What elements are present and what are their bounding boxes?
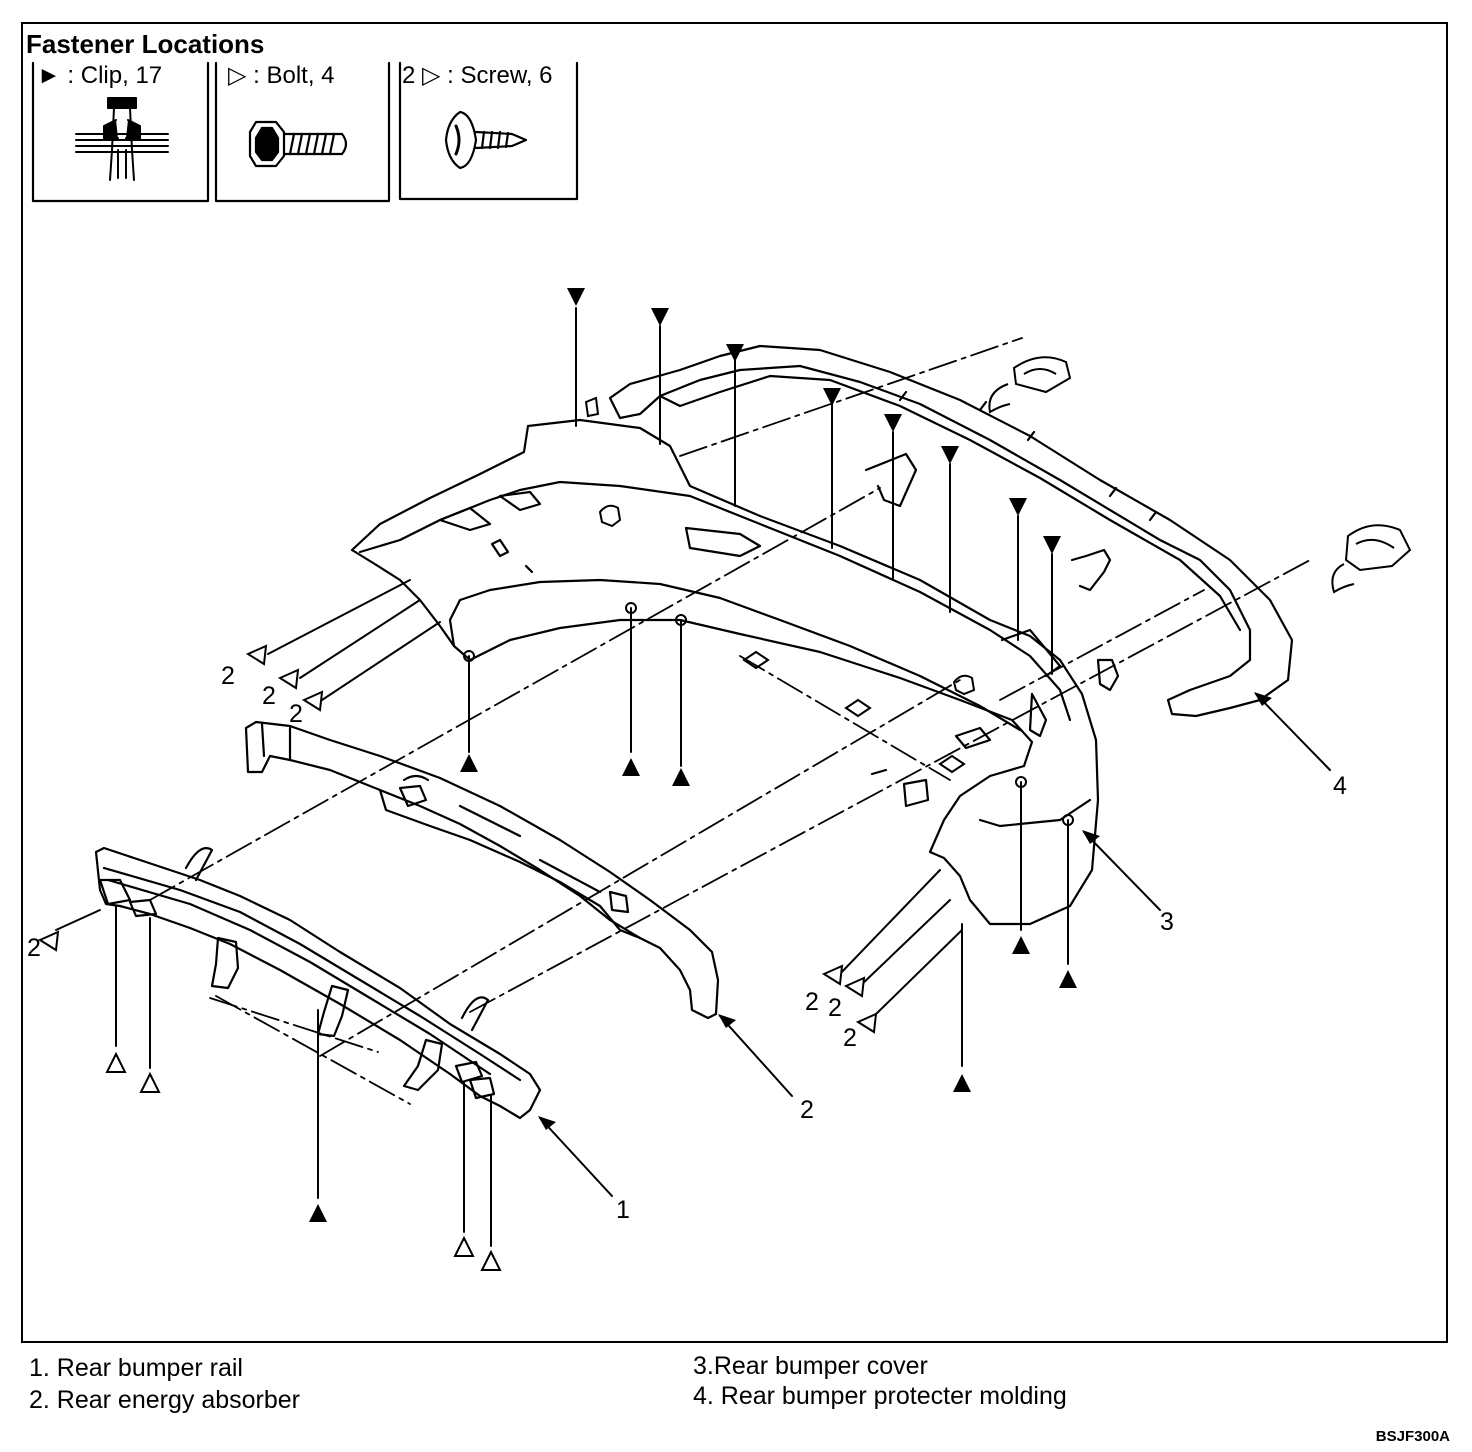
callout-1: 1 xyxy=(616,1196,630,1224)
legend-clip-label: ► : Clip, 17 xyxy=(37,62,163,89)
callout-3: 3 xyxy=(1160,908,1174,936)
alignment-lines xyxy=(149,337,1311,1105)
screw-qty-label: 2 xyxy=(805,988,819,1016)
part-item-4: 4. Rear bumper protecter molding xyxy=(693,1382,1067,1410)
callout-arrowheads xyxy=(538,692,1272,1130)
screw-qty-label: 2 xyxy=(262,682,276,710)
callout-2: 2 xyxy=(800,1096,814,1124)
bumper-rail xyxy=(94,846,542,1120)
open-triangle-icon xyxy=(37,644,878,1271)
legend-screw-label: 2 ▷ : Screw, 6 xyxy=(402,62,553,89)
fastener-leader-lines xyxy=(55,307,1069,1247)
screw-qty-label: 2 xyxy=(828,994,842,1022)
fastener-legend-boxes xyxy=(31,61,579,203)
diagram-frame xyxy=(21,22,1448,1343)
callout-leaders xyxy=(539,693,1331,1197)
legend-bolt-label: ▷ : Bolt, 4 xyxy=(228,62,335,89)
figure-code: BSJF300A xyxy=(1375,1428,1450,1445)
protector-molding xyxy=(608,344,1294,718)
filled-triangle-icon xyxy=(309,288,1077,1222)
energy-absorber xyxy=(244,720,720,1020)
part-item-2: 2. Rear energy absorber xyxy=(29,1386,300,1414)
bolt-icon xyxy=(248,120,348,168)
screw-qty-label: 2 xyxy=(27,934,41,962)
part-item-1: 1. Rear bumper rail xyxy=(29,1354,243,1382)
screw-icon xyxy=(444,110,528,170)
fastener-hardware xyxy=(463,356,1412,826)
screw-qty-label: 2 xyxy=(289,700,303,728)
screw-qty-label: 2 xyxy=(221,662,235,690)
screw-qty-label: 2 xyxy=(843,1024,857,1052)
fastener-legend-title: Fastener Locations xyxy=(26,29,265,59)
callout-4: 4 xyxy=(1333,772,1347,800)
part-item-3: 3.Rear bumper cover xyxy=(693,1352,928,1380)
clip-icon xyxy=(75,97,169,181)
